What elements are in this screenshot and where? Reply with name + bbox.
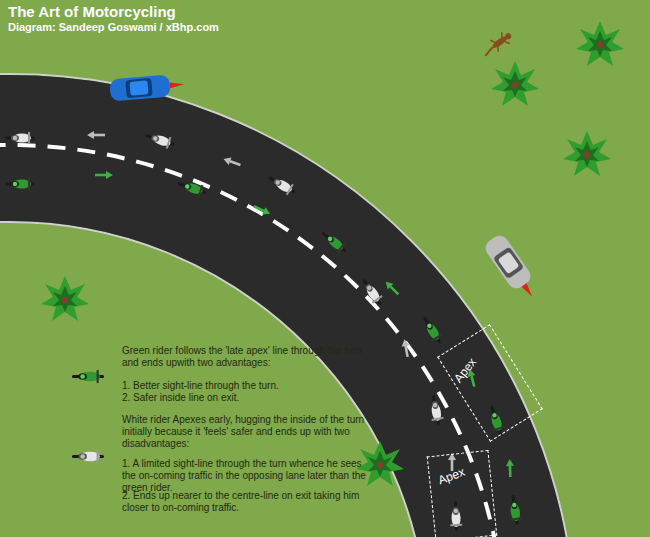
- diagram-title: The Art of Motorcycling: [8, 3, 176, 21]
- note-item: 2. Ends up nearer to the centre-line on …: [122, 490, 374, 514]
- apex-label: Apex: [451, 355, 479, 385]
- note-text: White rider Apexes early, hugging the in…: [122, 414, 374, 450]
- note-item: 2. Safer inside line on exit.: [122, 392, 374, 404]
- credit-line: Diagram: Sandeep Goswami / xBhp.com: [8, 21, 219, 34]
- note-item: 1. Better sight-line through the turn.: [122, 380, 374, 392]
- apex-label: Apex: [437, 465, 467, 488]
- note-item: 1. A limited sight-line through the turn…: [122, 458, 374, 494]
- apex-zone: Apex: [427, 450, 498, 537]
- note-text: Green rider follows the 'late apex' line…: [122, 345, 374, 369]
